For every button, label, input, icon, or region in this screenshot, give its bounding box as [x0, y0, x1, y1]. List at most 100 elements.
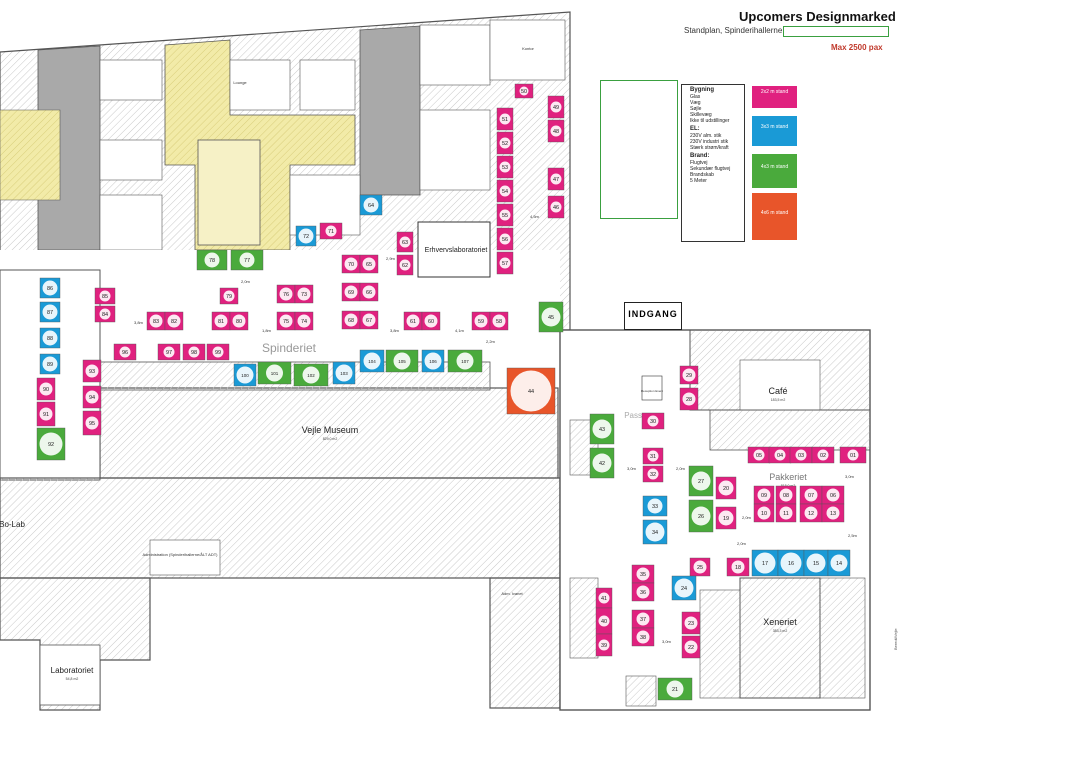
stand-44[interactable]: 44 [506, 367, 556, 415]
stand-73[interactable]: 73 [294, 284, 314, 304]
stand-42[interactable]: 42 [589, 447, 615, 479]
stand-87[interactable]: 87 [39, 301, 61, 323]
stand-56[interactable]: 56 [496, 227, 514, 251]
stand-55[interactable]: 55 [496, 203, 514, 227]
stand-89[interactable]: 89 [39, 353, 61, 375]
stand-49[interactable]: 49 [547, 95, 565, 119]
stand-99[interactable]: 99 [206, 343, 230, 361]
stand-98[interactable]: 98 [182, 343, 206, 361]
stand-21[interactable]: 21 [657, 677, 693, 701]
stand-31[interactable]: 31 [642, 447, 664, 465]
stand-96[interactable]: 96 [113, 343, 137, 361]
stand-65[interactable]: 65 [359, 254, 379, 274]
stand-68[interactable]: 68 [341, 310, 361, 330]
stand-101[interactable]: 101 [257, 361, 292, 385]
stand-01[interactable]: 01 [839, 446, 867, 464]
stand-58[interactable]: 58 [489, 311, 509, 331]
stand-71[interactable]: 71 [319, 222, 343, 240]
stand-06[interactable]: 06 [821, 485, 845, 505]
stand-09[interactable]: 09 [753, 485, 775, 505]
stand-18[interactable]: 18 [726, 557, 750, 577]
stand-60[interactable]: 60 [421, 311, 441, 331]
stand-75[interactable]: 75 [276, 311, 296, 331]
stand-27[interactable]: 27 [688, 465, 714, 497]
stand-36[interactable]: 36 [631, 582, 655, 602]
stand-16[interactable]: 16 [777, 549, 805, 577]
stand-102[interactable]: 102 [293, 363, 329, 387]
stand-33[interactable]: 33 [642, 495, 668, 517]
stand-51[interactable]: 51 [496, 107, 514, 131]
stand-79[interactable]: 79 [219, 287, 239, 305]
stand-62[interactable]: 62 [396, 254, 414, 276]
stand-29[interactable]: 29 [679, 365, 699, 385]
stand-95[interactable]: 95 [82, 410, 102, 436]
stand-41[interactable]: 41 [595, 587, 613, 609]
stand-26[interactable]: 26 [688, 499, 714, 533]
stand-40[interactable]: 40 [595, 607, 613, 635]
stand-104[interactable]: 104 [359, 349, 385, 373]
stand-70[interactable]: 70 [341, 254, 361, 274]
stand-22[interactable]: 22 [681, 635, 701, 659]
stand-90[interactable]: 90 [36, 377, 56, 401]
stand-77[interactable]: 77 [230, 249, 264, 271]
stand-107[interactable]: 107 [447, 349, 483, 373]
stand-45[interactable]: 45 [538, 301, 564, 333]
stand-11[interactable]: 11 [775, 503, 797, 523]
stand-72[interactable]: 72 [295, 225, 317, 247]
stand-13[interactable]: 13 [821, 503, 845, 523]
stand-66[interactable]: 66 [359, 282, 379, 302]
stand-48[interactable]: 48 [547, 119, 565, 143]
stand-02[interactable]: 02 [811, 446, 835, 464]
stand-10[interactable]: 10 [753, 503, 775, 523]
stand-80[interactable]: 80 [229, 311, 249, 331]
stand-47[interactable]: 47 [547, 167, 565, 191]
stand-106[interactable]: 106 [421, 349, 445, 373]
stand-85[interactable]: 85 [94, 287, 116, 305]
stand-82[interactable]: 82 [164, 311, 184, 331]
stand-83[interactable]: 83 [146, 311, 166, 331]
stand-08[interactable]: 08 [775, 485, 797, 505]
stand-46[interactable]: 46 [547, 195, 565, 219]
stand-30[interactable]: 30 [641, 412, 665, 430]
stand-81[interactable]: 81 [211, 311, 231, 331]
stand-50[interactable]: 50 [514, 83, 534, 99]
stand-43[interactable]: 43 [589, 413, 615, 445]
stand-25[interactable]: 25 [689, 557, 711, 577]
stand-32[interactable]: 32 [642, 465, 664, 483]
stand-19[interactable]: 19 [715, 506, 737, 530]
stand-52[interactable]: 52 [496, 131, 514, 155]
stand-67[interactable]: 67 [359, 310, 379, 330]
stand-92[interactable]: 92 [36, 427, 66, 461]
stand-59[interactable]: 59 [471, 311, 491, 331]
stand-64[interactable]: 64 [359, 194, 383, 216]
stand-91[interactable]: 91 [36, 401, 56, 427]
stand-04[interactable]: 04 [768, 446, 792, 464]
stand-14[interactable]: 14 [827, 549, 851, 577]
stand-39[interactable]: 39 [595, 633, 613, 657]
stand-24[interactable]: 24 [671, 575, 697, 601]
stand-100[interactable]: 100 [233, 363, 257, 387]
stand-57[interactable]: 57 [496, 251, 514, 275]
stand-28[interactable]: 28 [679, 387, 699, 411]
stand-05[interactable]: 05 [747, 446, 771, 464]
stand-38[interactable]: 38 [631, 627, 655, 647]
stand-07[interactable]: 07 [799, 485, 823, 505]
stand-94[interactable]: 94 [82, 385, 102, 409]
stand-93[interactable]: 93 [82, 359, 102, 383]
stand-86[interactable]: 86 [39, 277, 61, 299]
stand-53[interactable]: 53 [496, 155, 514, 179]
stand-34[interactable]: 34 [642, 519, 668, 545]
stand-12[interactable]: 12 [799, 503, 823, 523]
stand-97[interactable]: 97 [157, 343, 181, 361]
stand-63[interactable]: 63 [396, 231, 414, 253]
stand-61[interactable]: 61 [403, 311, 423, 331]
stand-37[interactable]: 37 [631, 609, 655, 629]
stand-03[interactable]: 03 [789, 446, 813, 464]
stand-74[interactable]: 74 [294, 311, 314, 331]
stand-76[interactable]: 76 [276, 284, 296, 304]
stand-105[interactable]: 105 [385, 349, 419, 373]
stand-54[interactable]: 54 [496, 179, 514, 203]
stand-17[interactable]: 17 [751, 549, 779, 577]
stand-69[interactable]: 69 [341, 282, 361, 302]
stand-84[interactable]: 84 [94, 305, 116, 323]
